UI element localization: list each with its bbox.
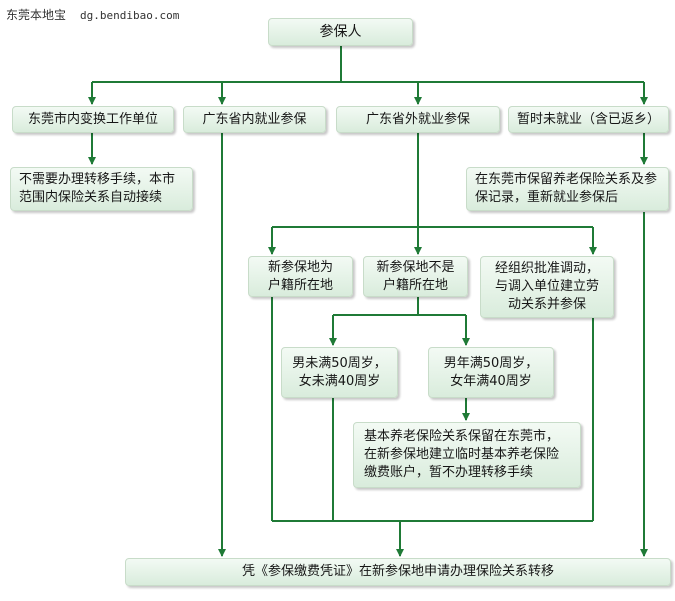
- watermark-site: 东莞本地宝: [6, 8, 67, 22]
- node-intra-city: 东莞市内变换工作单位: [12, 106, 174, 133]
- node-root: 参保人: [268, 18, 413, 46]
- node-age-over: 男年满50周岁，女年满40周岁: [428, 347, 554, 398]
- node-hukou-yes-label: 新参保地为户籍所在地: [267, 259, 333, 293]
- node-no-transfer: 不需要办理转移手续，本市范围内保险关系自动接续: [10, 167, 193, 211]
- node-in-province: 广东省内就业参保: [183, 106, 326, 133]
- node-unemployed: 暂时未就业（含已返乡）: [508, 106, 669, 133]
- node-age-over-label: 男年满50周岁，女年满40周岁: [443, 355, 539, 389]
- node-age-under: 男未满50周岁，女未满40周岁: [281, 347, 398, 398]
- node-root-label: 参保人: [319, 24, 362, 40]
- node-hukou-no-label: 新参保地不是户籍所在地: [376, 259, 455, 293]
- node-org-transfer-label: 经组织批准调动，与调入单位建立劳动关系并参保: [494, 261, 599, 312]
- watermark-url: dg.bendibao.com: [80, 9, 180, 22]
- node-temp-account: 基本养老保险关系保留在东莞市，在新参保地建立临时基本养老保险缴费账户，暂不办理转…: [353, 422, 581, 488]
- node-retain: 在东莞市保留养老保险关系及参保记录，重新就业参保后: [466, 167, 669, 211]
- node-out-province-label: 广东省外就业参保: [365, 111, 470, 127]
- node-unemployed-label: 暂时未就业（含已返乡）: [516, 111, 660, 127]
- node-hukou-no: 新参保地不是户籍所在地: [363, 256, 468, 297]
- node-final-label: 凭《参保缴费凭证》在新参保地申请办理保险关系转移: [241, 564, 554, 579]
- node-in-province-label: 广东省内就业参保: [202, 111, 307, 127]
- node-hukou-yes: 新参保地为户籍所在地: [248, 256, 353, 297]
- node-temp-account-label: 基本养老保险关系保留在东莞市，在新参保地建立临时基本养老保险缴费账户，暂不办理转…: [364, 429, 560, 480]
- node-org-transfer: 经组织批准调动，与调入单位建立劳动关系并参保: [480, 256, 614, 318]
- node-age-under-label: 男未满50周岁，女未满40周岁: [292, 355, 387, 389]
- watermark: 东莞本地宝 dg.bendibao.com: [6, 6, 179, 23]
- node-final: 凭《参保缴费凭证》在新参保地申请办理保险关系转移: [125, 558, 671, 586]
- node-out-province: 广东省外就业参保: [336, 106, 500, 133]
- node-no-transfer-label: 不需要办理转移手续，本市范围内保险关系自动接续: [19, 172, 176, 205]
- node-retain-label: 在东莞市保留养老保险关系及参保记录，重新就业参保后: [475, 172, 658, 205]
- node-intra-city-label: 东莞市内变换工作单位: [27, 111, 158, 127]
